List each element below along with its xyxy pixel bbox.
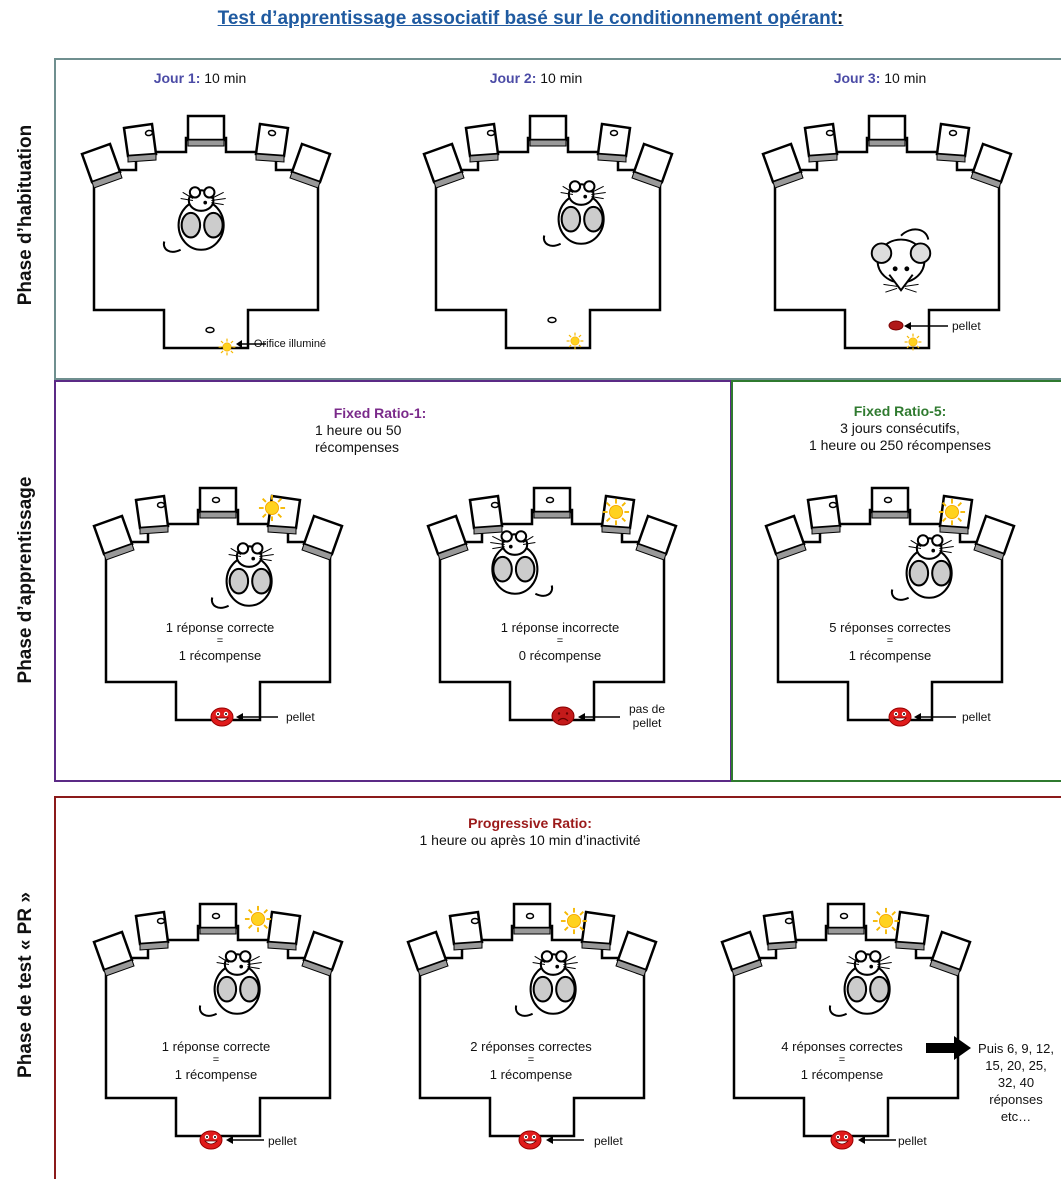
- smiley-pellet-icon: [210, 707, 234, 727]
- fr1-header: Fixed Ratio-1: 1 heure ou 50 récompenses: [315, 405, 427, 455]
- operant-box-icon: [86, 898, 350, 1148]
- fr5-header: Fixed Ratio-5: 3 jours consécutifs, 1 he…: [808, 403, 992, 453]
- pellet-label: pellet: [962, 710, 991, 724]
- arrow-icon: [858, 1136, 896, 1144]
- sun-icon: [904, 333, 922, 351]
- sun-icon: [872, 907, 900, 935]
- arrow-icon: [578, 713, 620, 721]
- mouse-icon: [888, 526, 960, 608]
- operant-box-icon: [755, 110, 1019, 360]
- mouse-icon: [862, 222, 940, 300]
- habituation-panel: [54, 58, 1061, 380]
- operant-box-icon: [74, 110, 338, 360]
- arrow-icon: [236, 340, 266, 348]
- sun-icon: [566, 332, 584, 350]
- pellet-label: pellet: [268, 1134, 297, 1148]
- mouse-icon: [196, 942, 268, 1024]
- operant-box-icon: [416, 110, 680, 360]
- sun-icon: [258, 494, 286, 522]
- arrow-icon: [926, 1036, 971, 1060]
- pr-2-text: 2 réponses correctes=1 récompense: [470, 1039, 592, 1082]
- smiley-pellet-icon: [830, 1130, 854, 1150]
- pr-continuation: Puis 6, 9, 12, 15, 20, 25, 32, 40 répons…: [978, 1041, 1054, 1124]
- pellet-label: pellet: [594, 1134, 623, 1148]
- orifice-label: Orifice illuminé: [253, 338, 327, 350]
- pr-panel: [54, 796, 1061, 1179]
- sun-icon: [560, 907, 588, 935]
- smiley-pellet-icon: [518, 1130, 542, 1150]
- fr5-correct-text: 5 réponses correctes=1 récompense: [829, 620, 951, 663]
- operant-box-icon: [714, 898, 978, 1148]
- page-title: Test d’apprentissage associatif basé sur…: [217, 8, 844, 29]
- mouse-icon: [160, 178, 232, 260]
- pellet-label: pellet: [898, 1134, 927, 1148]
- operant-box-icon: [400, 898, 664, 1148]
- arrow-icon: [904, 322, 948, 330]
- arrow-icon: [914, 713, 956, 721]
- sun-icon: [244, 905, 272, 933]
- mouse-icon: [512, 942, 584, 1024]
- sad-pellet-icon: [550, 706, 576, 726]
- operant-box-icon: [420, 482, 684, 732]
- arrow-icon: [546, 1136, 584, 1144]
- sun-icon: [218, 338, 236, 356]
- no-pellet-label: pas de pellet: [628, 702, 666, 730]
- mouse-icon: [826, 942, 898, 1024]
- operant-box-icon: [86, 482, 350, 732]
- pr-3-text: 4 réponses correctes=1 récompense: [781, 1039, 903, 1082]
- pellet-label: pellet: [952, 319, 981, 333]
- day-3-header: Jour 3: 10 min: [833, 70, 927, 86]
- sun-icon: [938, 498, 966, 526]
- fr5-panel: [731, 380, 1061, 782]
- day-1-header: Jour 1: 10 min: [153, 70, 247, 86]
- arrow-icon: [226, 1136, 264, 1144]
- pr-header: Progressive Ratio: 1 heure ou après 10 m…: [419, 815, 641, 848]
- sun-icon: [602, 498, 630, 526]
- operant-box-icon: [758, 482, 1022, 732]
- mouse-icon: [208, 534, 280, 616]
- day-2-header: Jour 2: 10 min: [489, 70, 583, 86]
- pellet-icon: [888, 320, 904, 331]
- mouse-icon: [540, 172, 612, 254]
- pellet-label: pellet: [286, 710, 315, 724]
- smiley-pellet-icon: [199, 1130, 223, 1150]
- pr-1-text: 1 réponse correcte=1 récompense: [161, 1039, 271, 1082]
- smiley-pellet-icon: [888, 707, 912, 727]
- fr1-incorrect-text: 1 réponse incorrecte=0 récompense: [500, 620, 620, 663]
- arrow-icon: [236, 713, 278, 721]
- mouse-icon: [484, 522, 556, 604]
- fr1-correct-text: 1 réponse correcte=1 récompense: [165, 620, 275, 663]
